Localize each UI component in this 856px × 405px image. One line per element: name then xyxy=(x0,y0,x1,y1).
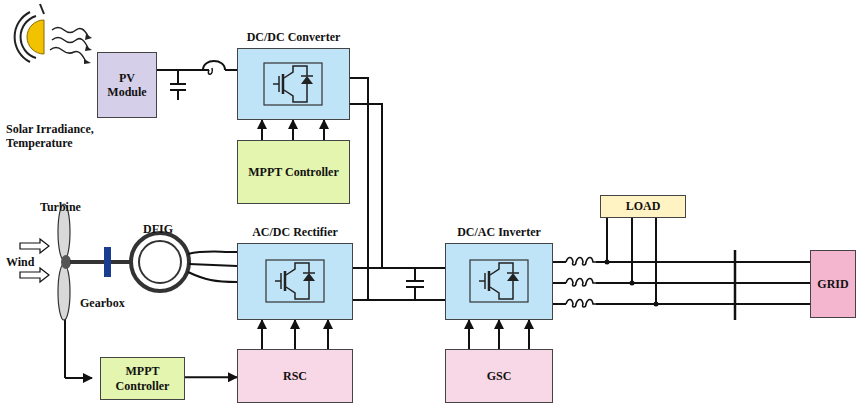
pv-module-box: PV Module xyxy=(97,52,157,118)
connector-line xyxy=(261,320,263,349)
connector-line xyxy=(323,120,325,140)
igbt-symbol xyxy=(263,62,323,106)
connector xyxy=(553,262,810,304)
connector-line xyxy=(294,320,296,349)
connector-line xyxy=(528,320,530,349)
connector-line xyxy=(350,78,445,300)
connector-line xyxy=(261,120,263,140)
connector-line xyxy=(327,320,329,349)
connector-line xyxy=(350,104,445,268)
box-label: PV Module xyxy=(98,71,156,100)
load-box: LOAD xyxy=(600,195,686,218)
box-label: GSC xyxy=(484,369,515,383)
connector-line xyxy=(553,218,632,283)
rsc-box: RSC xyxy=(237,349,353,403)
dc-link-capacitor xyxy=(406,268,424,300)
connector xyxy=(185,377,237,378)
connector-line xyxy=(353,299,445,301)
box-heading: AC/DC Rectifier xyxy=(252,225,338,240)
filter-inductors xyxy=(566,256,596,308)
diagram-label: Turbine xyxy=(40,200,81,214)
box-label: MPPT Controller xyxy=(101,364,184,393)
connector xyxy=(262,320,328,349)
gsc-box: GSC xyxy=(445,349,553,403)
wind-turbine xyxy=(58,204,132,378)
box-heading: DC/AC Inverter xyxy=(457,225,541,240)
connector xyxy=(353,268,445,300)
diagram-label: Wind xyxy=(6,255,34,269)
diagram-label: Gearbox xyxy=(80,296,125,310)
inductor-symbol xyxy=(203,61,225,74)
junction-dots xyxy=(605,260,659,307)
controller-box: MPPT Controller xyxy=(237,140,350,204)
igbt-symbol xyxy=(265,259,325,303)
diagram-label: Solar Irradiance, Temperature xyxy=(6,122,102,151)
connector-line xyxy=(553,218,607,262)
box-heading: DC/DC Converter xyxy=(247,30,341,45)
converter-box: DC/DC Converter xyxy=(237,48,350,120)
connector-line xyxy=(185,376,237,378)
box-label: RSC xyxy=(280,369,310,383)
connector-line xyxy=(292,120,294,140)
diagram-label: DFIG xyxy=(143,222,173,236)
connector-line xyxy=(353,267,445,269)
igbt-symbol xyxy=(469,259,529,303)
connector xyxy=(262,120,324,140)
sun-icon xyxy=(15,4,92,64)
box-label: GRID xyxy=(814,277,851,291)
dfig-machine xyxy=(131,233,237,291)
rectifier-box: AC/DC Rectifier xyxy=(237,243,353,320)
inverter-box: DC/AC Inverter xyxy=(445,243,553,320)
connector xyxy=(469,320,529,349)
connector-line xyxy=(468,320,470,349)
box-label: MPPT Controller xyxy=(245,165,342,179)
bus-bar xyxy=(734,250,737,320)
connector xyxy=(350,78,445,300)
controller-box: MPPT Controller xyxy=(100,357,185,400)
capacitor-symbol xyxy=(170,70,186,100)
grid-box: GRID xyxy=(810,250,856,318)
box-label: LOAD xyxy=(623,199,664,213)
connector-line xyxy=(498,320,500,349)
